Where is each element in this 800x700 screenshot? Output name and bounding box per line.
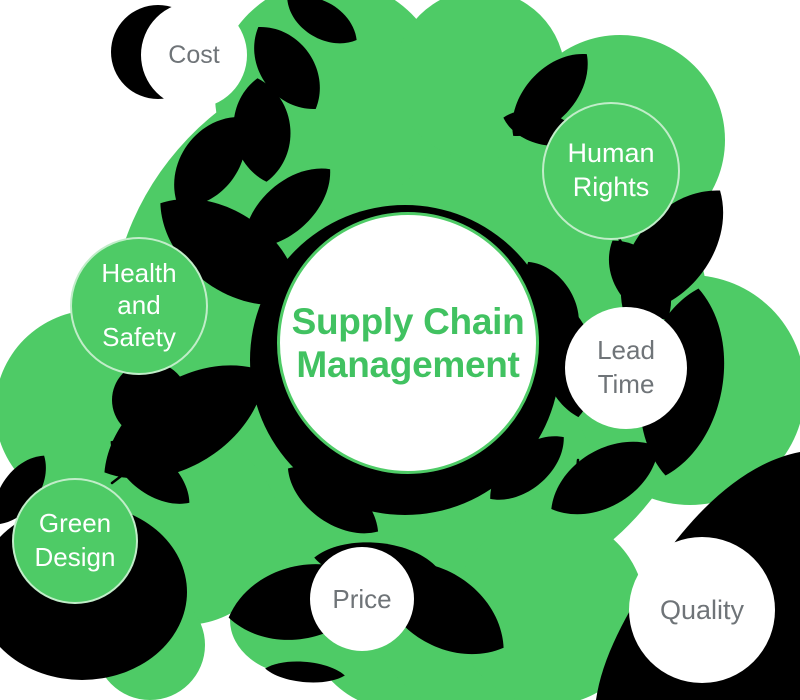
node-price-label: Price — [332, 583, 392, 614]
node-green-design: Green Design — [12, 478, 138, 604]
node-lead-time: Lead Time — [565, 307, 687, 429]
center-node-supply-chain-management: Supply Chain Management — [277, 212, 539, 474]
node-green-design-line1: Green — [38, 508, 112, 539]
center-label-line2: Management — [296, 344, 520, 385]
node-cost: Cost — [141, 2, 247, 108]
node-cost-label: Cost — [168, 40, 220, 69]
node-lead-time-label: Lead Time — [597, 334, 655, 402]
node-quality-label: Quality — [659, 594, 745, 625]
node-green-design-label: Green Design — [35, 507, 116, 575]
node-lead-time-line1: Lead — [597, 335, 655, 366]
node-human-rights-line1: Human — [567, 138, 655, 169]
node-human-rights: Human Rights — [542, 102, 680, 240]
node-health-and-safety: Health and Safety — [70, 237, 208, 375]
node-price: Price — [310, 547, 414, 651]
node-health-and-safety-label: Health and Safety — [101, 258, 176, 353]
node-health-and-safety-line3: Safety — [102, 321, 176, 352]
center-label-line1: Supply Chain — [291, 300, 525, 342]
node-health-and-safety-line2: and — [117, 290, 161, 321]
node-green-design-line2: Design — [34, 542, 116, 572]
node-human-rights-label: Human Rights — [567, 137, 654, 205]
node-lead-time-line2: Time — [597, 369, 655, 399]
node-human-rights-line2: Rights — [572, 172, 650, 202]
node-health-and-safety-line1: Health — [101, 258, 177, 289]
node-quality: Quality — [629, 537, 775, 683]
center-label: Supply Chain Management — [292, 300, 525, 387]
leaf-stems — [110, 235, 651, 504]
